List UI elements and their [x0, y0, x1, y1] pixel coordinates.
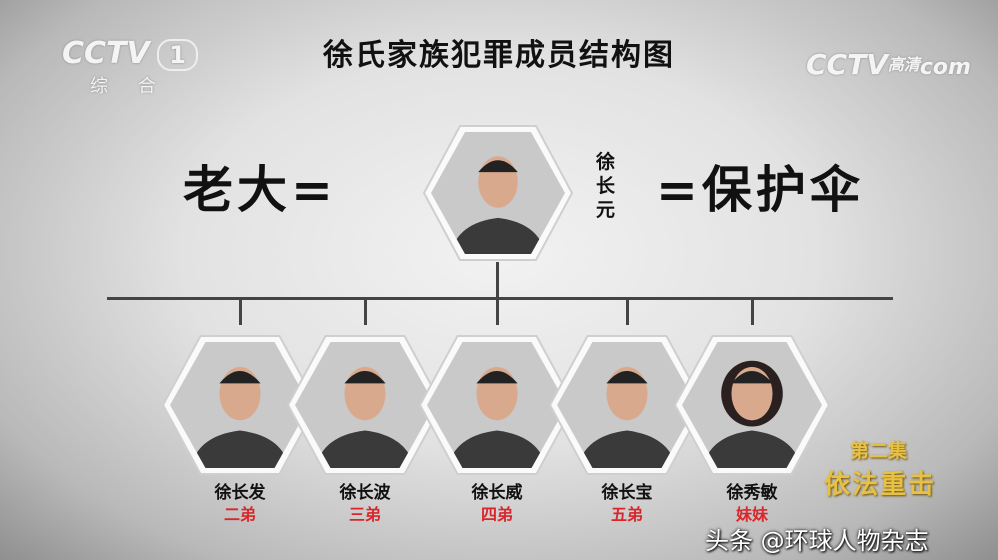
member-relation: 四弟	[480, 505, 514, 524]
boss-photo	[422, 125, 574, 261]
member-photo	[548, 335, 706, 475]
umbrella-label: =保护伞	[656, 161, 864, 219]
episode-title: 依法重击	[824, 470, 937, 500]
connector-vertical-main	[496, 262, 499, 299]
hd-suffix: com	[919, 55, 971, 80]
logo-brand: CCTV	[62, 36, 150, 71]
hd-brand: CCTV	[806, 48, 888, 81]
connector-drop	[626, 298, 629, 325]
member-name: 徐长宝	[601, 483, 653, 503]
member-relation: 三弟	[348, 505, 382, 524]
connector-horizontal	[107, 297, 893, 300]
logo-subtitle: 综 合	[90, 76, 168, 97]
connector-drop	[364, 298, 367, 325]
cctv1-logo: CCTV 1 综 合	[62, 36, 198, 98]
boss-label: 老大=	[183, 161, 337, 219]
member-name: 徐长发	[214, 483, 266, 503]
member-relation: 五弟	[610, 505, 644, 524]
member-relation: 妹妹	[735, 505, 769, 524]
episode-number: 第二集	[850, 440, 908, 462]
watermark: 头条 @环球人物杂志	[705, 527, 929, 555]
member-relation: 二弟	[223, 505, 257, 524]
connector-drop	[239, 298, 242, 325]
member-photo	[418, 335, 576, 475]
connector-drop	[751, 298, 754, 325]
member-name: 徐秀敏	[726, 483, 778, 503]
cctv-hd-logo: CCTV高清com	[806, 48, 971, 85]
boss-name: 徐长元	[596, 151, 616, 221]
member-photo	[673, 335, 831, 475]
member-photo	[286, 335, 444, 475]
diagram-title: 徐氏家族犯罪成员结构图	[323, 38, 675, 73]
connector-drop	[496, 298, 499, 325]
member-name: 徐长威	[471, 483, 523, 503]
hd-badge: 高清	[887, 55, 920, 74]
member-name: 徐长波	[339, 483, 391, 503]
member-photo	[161, 335, 319, 475]
logo-number: 1	[157, 39, 198, 71]
